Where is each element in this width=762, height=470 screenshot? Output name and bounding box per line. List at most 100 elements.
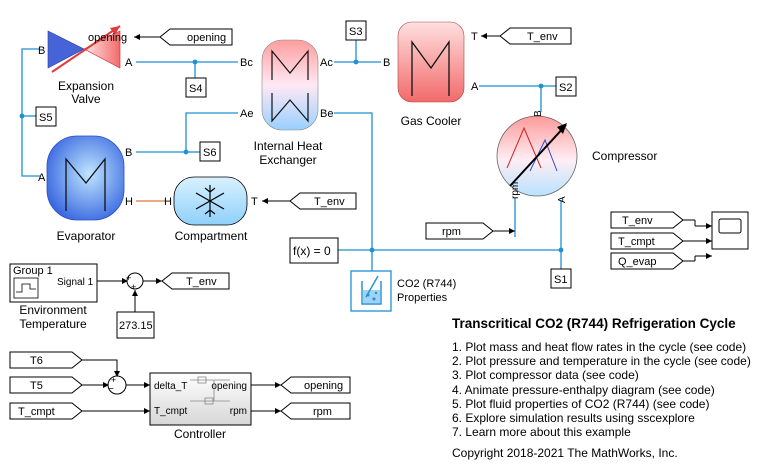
scope-tenv-tag[interactable]: T_env — [610, 211, 684, 229]
t6-from-tag[interactable]: T6 — [9, 351, 83, 369]
scope-screen-icon — [718, 218, 742, 234]
svg-text:f(x) = 0: f(x) = 0 — [293, 244, 331, 258]
ihx-coil-icon — [271, 49, 309, 80]
svg-text:T_cmpt: T_cmpt — [618, 236, 655, 248]
ihx-port-bc-label: Bc — [240, 57, 253, 69]
controller-port-opening-label: opening — [211, 381, 247, 392]
svg-text:opening: opening — [187, 32, 226, 44]
link-plot-mass-heat-flow[interactable]: 1. Plot mass and heat flow rates in the … — [452, 340, 747, 354]
svg-text:S6: S6 — [203, 147, 216, 159]
group-label: Group 1 — [13, 265, 53, 277]
controller-subsystem-icon — [190, 376, 230, 405]
co2-properties-label-line2: Properties — [397, 292, 448, 304]
valve-port-a-label: A — [125, 57, 133, 69]
sensor-s2[interactable]: S2 — [555, 76, 577, 97]
co2-properties-label-line1: CO2 (R744) — [397, 278, 456, 290]
svg-text:T_env: T_env — [622, 215, 653, 227]
signal-label: Signal 1 — [57, 277, 94, 288]
tenv-gas-cooler-tag[interactable]: T_env — [481, 27, 572, 45]
opening-goto-tag[interactable]: opening — [280, 376, 351, 394]
link-explore-sscexplore[interactable]: 6. Explore simulation results using ssce… — [452, 411, 695, 426]
valve-left-triangle-icon — [47, 30, 85, 69]
tenv-compartment-tag[interactable]: T_env — [262, 192, 357, 210]
controller-block[interactable]: delta_T T_cmpt opening rpm Controller — [149, 372, 252, 441]
env-temp-label-line1: Environment — [19, 303, 87, 317]
scope-block[interactable] — [683, 211, 749, 262]
controller-port-tcmpt-label: T_cmpt — [154, 406, 188, 417]
opening-input-tag[interactable]: opening — [134, 28, 233, 46]
link-plot-compressor-data[interactable]: 3. Plot compressor data (see code) — [452, 368, 639, 383]
compressor-pump-icon — [506, 126, 542, 169]
compartment-block[interactable]: H T Compartment — [164, 176, 258, 243]
compressor-port-a-label: A — [557, 196, 568, 203]
controller-port-rpm-label: rpm — [230, 406, 247, 417]
t5-from-tag[interactable]: T5 — [9, 376, 83, 394]
sensor-s4[interactable]: S4 — [185, 77, 207, 98]
compressor-label: Compressor — [592, 149, 657, 163]
sum-block-delta[interactable]: + − — [107, 375, 127, 395]
expansion-valve-block[interactable]: B A opening Expansion Valve — [38, 25, 133, 106]
gas-cooler-label: Gas Cooler — [401, 114, 462, 128]
ihx-port-ae-label: Ae — [240, 108, 253, 120]
ihx-port-ac-label: Ac — [320, 57, 333, 69]
svg-text:T5: T5 — [30, 380, 43, 392]
gas-cooler-port-t-label: T — [471, 31, 478, 43]
svg-text:Q_evap: Q_evap — [618, 256, 657, 268]
link-plot-pressure-temperature[interactable]: 2. Plot pressure and temperature in the … — [452, 354, 751, 369]
svg-text:−: − — [108, 384, 114, 395]
evaporator-port-a-label: A — [38, 172, 46, 184]
gas-cooler-port-b-label: B — [383, 57, 390, 69]
svg-text:S3: S3 — [349, 26, 362, 38]
co2-properties-block[interactable]: CO2 (R744) Properties — [350, 270, 456, 312]
tcmpt-from-tag[interactable]: T_cmpt — [9, 402, 83, 420]
gas-cooler-coil-icon — [411, 39, 450, 96]
valve-label-line1: Expansion — [58, 79, 114, 93]
link-animate-ph-diagram[interactable]: 4. Animate pressure-enthalpy diagram (se… — [452, 382, 715, 397]
internal-heat-exchanger-block[interactable]: Bc Ac Ae Be Internal Heat Exchanger — [240, 39, 333, 167]
compressor-port-rpm-label: rpm — [510, 182, 521, 199]
rpm-input-tag[interactable]: rpm — [425, 222, 515, 240]
compressor-port-b-label: B — [533, 110, 544, 117]
link-learn-more[interactable]: 7. Learn more about this example — [452, 425, 631, 440]
gas-cooler-block[interactable]: B T A Gas Cooler — [383, 21, 479, 128]
svg-text:S2: S2 — [559, 82, 572, 94]
evaporator-port-b-label: B — [125, 147, 132, 159]
svg-text:+: + — [131, 282, 136, 292]
evaporator-port-h-label: H — [125, 196, 133, 208]
rpm-goto-tag[interactable]: rpm — [280, 402, 351, 420]
sensor-s6[interactable]: S6 — [199, 141, 221, 162]
sensor-s3[interactable]: S3 — [345, 20, 367, 41]
svg-text:opening: opening — [304, 380, 343, 392]
compressor-block[interactable]: B A rpm Compressor — [496, 110, 657, 203]
link-plot-fluid-properties[interactable]: 5. Plot fluid properties of CO2 (R744) (… — [452, 396, 710, 411]
controller-label: Controller — [174, 427, 226, 441]
svg-text:T6: T6 — [30, 355, 43, 367]
svg-text:rpm: rpm — [313, 406, 332, 418]
valve-port-b-label: B — [38, 45, 45, 57]
model-title: Transcritical CO2 (R744) Refrigeration C… — [452, 316, 736, 331]
svg-text:T_env: T_env — [186, 276, 217, 288]
scope-qevap-tag[interactable]: Q_evap — [610, 252, 684, 270]
scope-tcmpt-tag[interactable]: T_cmpt — [610, 232, 684, 250]
copyright-notice: Copyright 2018-2021 The MathWorks, Inc. — [452, 446, 678, 461]
tenv-goto-tag[interactable]: T_env — [161, 272, 230, 290]
valve-actuator-arrow-icon — [51, 25, 121, 73]
svg-text:+: + — [111, 375, 116, 385]
valve-port-opening-label: opening — [88, 32, 127, 44]
svg-text:S5: S5 — [39, 112, 52, 124]
compartment-label: Compartment — [175, 229, 248, 243]
evaporator-block[interactable]: A B H Evaporator — [38, 135, 133, 243]
solver-configuration-block[interactable]: f(x) = 0 — [289, 237, 339, 264]
environment-temperature-block[interactable]: Group 1 Signal 1 Environment Temperature — [9, 263, 98, 331]
junction-dots — [19, 59, 564, 253]
constant-273-block[interactable]: 273.15 — [116, 311, 155, 339]
svg-text:273.15: 273.15 — [119, 320, 153, 332]
sensor-s5[interactable]: S5 — [35, 106, 57, 127]
ihx-label-line2: Exchanger — [259, 153, 316, 167]
model-description: Transcritical CO2 (R744) Refrigeration C… — [452, 316, 758, 460]
sum-block-env[interactable]: + + — [126, 272, 144, 292]
svg-text:T_cmpt: T_cmpt — [18, 406, 55, 418]
sensor-s1[interactable]: S1 — [550, 268, 572, 289]
compartment-port-t-label: T — [251, 196, 258, 208]
